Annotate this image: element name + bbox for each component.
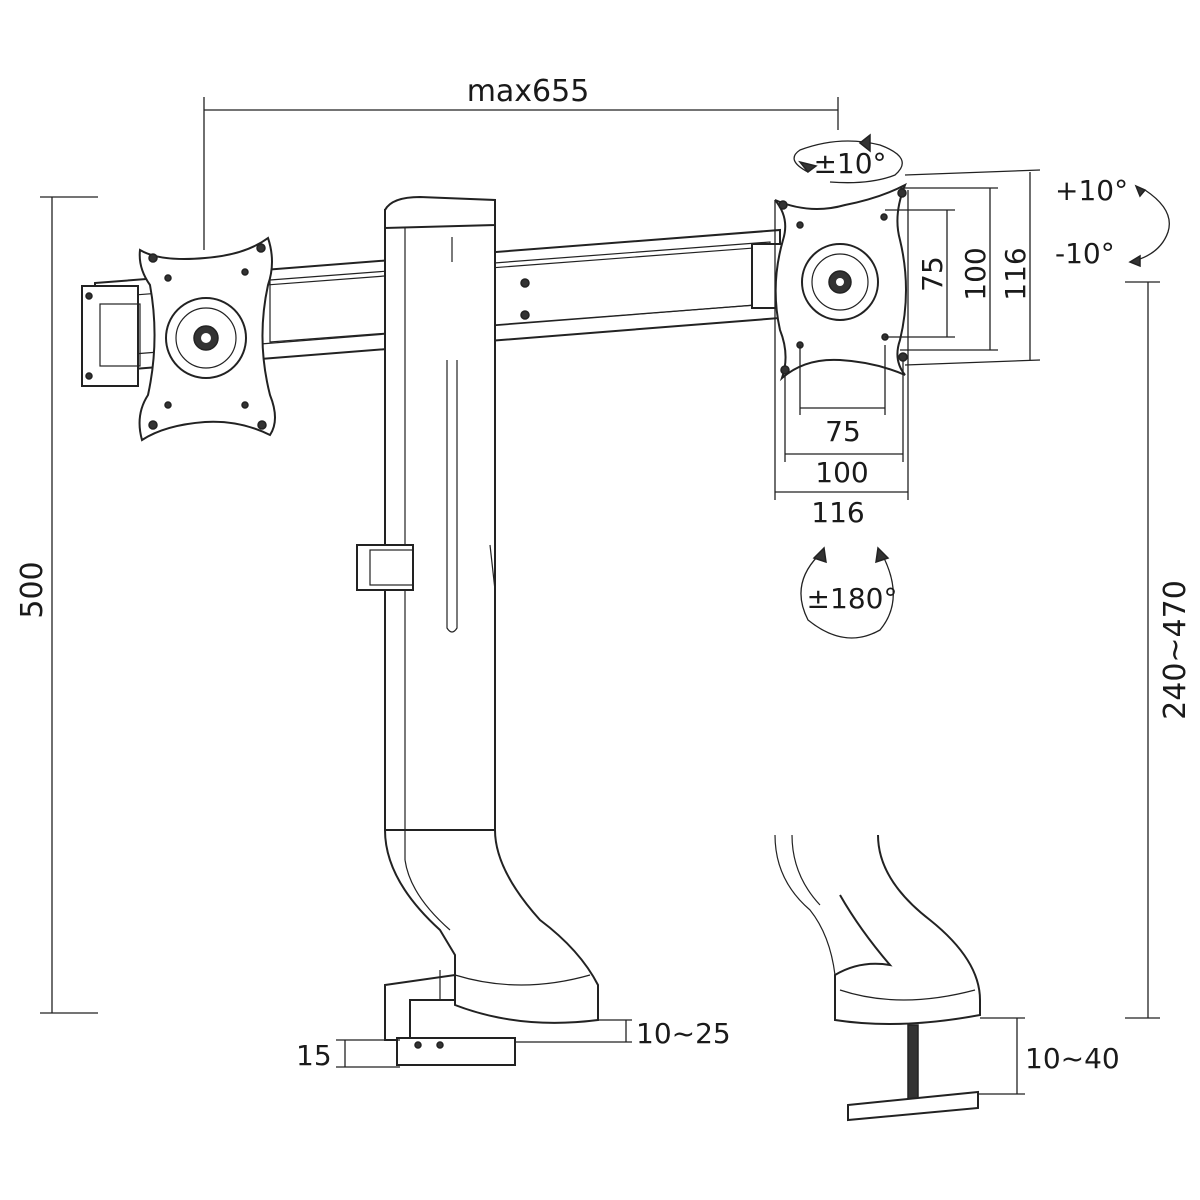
label-plate-116-vertical: 116 xyxy=(999,247,1032,300)
label-clamp-plate: 15 xyxy=(296,1039,332,1072)
label-max-width: max655 xyxy=(467,74,590,109)
grommet-base xyxy=(774,834,981,1122)
label-vesa-100-horizontal: 100 xyxy=(815,456,868,489)
label-swivel: ±10° xyxy=(813,147,886,180)
dimension-labels: max655 500 240~470 +10° -10° ±10° ±180° … xyxy=(15,74,1193,1075)
label-vesa-75-vertical: 75 xyxy=(916,256,949,292)
label-grommet-range: 10~40 xyxy=(1025,1042,1120,1075)
label-vesa-100-vertical: 100 xyxy=(959,247,992,300)
label-vesa-75-horizontal: 75 xyxy=(825,415,861,448)
label-height-range: 240~470 xyxy=(1158,580,1193,720)
label-tilt-up: +10° xyxy=(1055,174,1128,207)
label-clamp-desk-range: 10~25 xyxy=(636,1017,731,1050)
label-tilt-down: -10° xyxy=(1055,237,1115,270)
label-plate-116-horizontal: 116 xyxy=(811,496,864,529)
label-rotation: ±180° xyxy=(807,582,898,615)
left-vesa-plate xyxy=(138,236,276,442)
label-total-height: 500 xyxy=(15,561,50,618)
right-vesa-plate xyxy=(774,182,908,382)
rotation-arrows xyxy=(793,133,1170,639)
dimension-lines xyxy=(40,97,1160,1095)
desk-clamp-base xyxy=(383,829,599,1066)
vertical-pole xyxy=(356,195,496,831)
